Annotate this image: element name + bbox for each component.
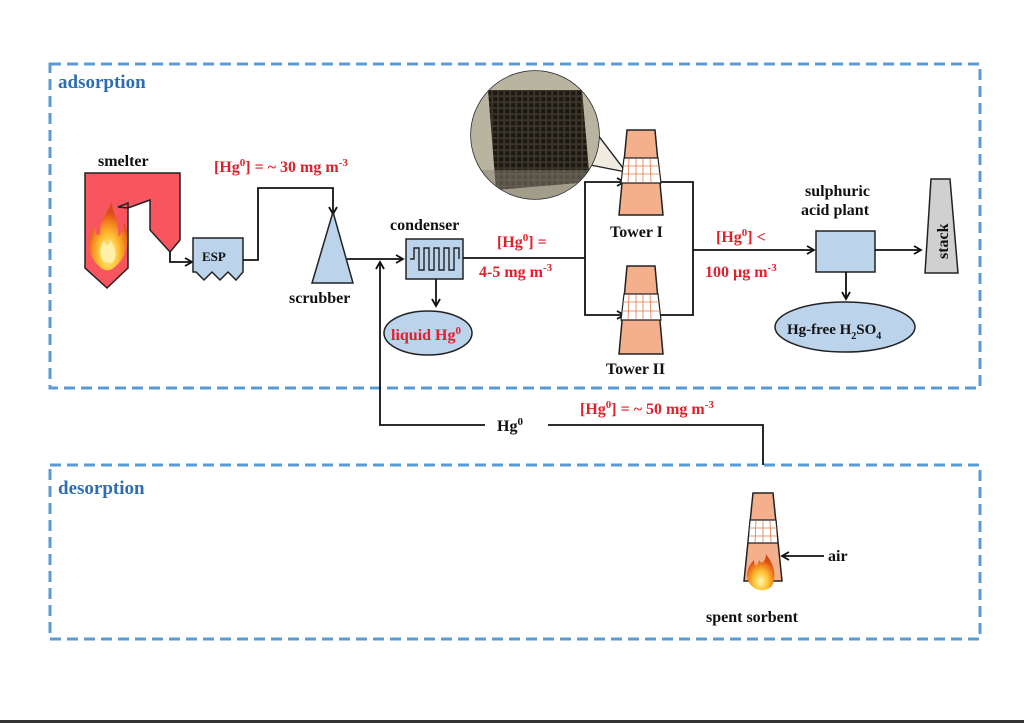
air-label: air [828,548,848,565]
sorbent-photo-callout [470,70,628,200]
condenser-coil-icon [410,247,460,271]
page-bottom-rule [0,720,1024,723]
acid-plant-label-1: sulphuric [805,183,870,200]
fire-icon [747,554,775,591]
stack-label: stack [935,223,952,259]
spent-sorbent-label: spent sorbent [706,609,799,626]
acid-plant-unit [815,230,876,273]
liquid-hg-product [383,310,473,356]
tower-1-label: Tower I [610,224,663,241]
stream-concentration-condenser-outlet-2: 4-5 mg m-3 [479,262,553,281]
smelter-label: smelter [98,153,149,170]
fire-icon [89,202,128,271]
adsorption-region [48,62,982,390]
recycle-stream-label: Hg0 [497,416,523,435]
tower-2-label: Tower II [606,361,665,378]
stream-concentration-recycle: [Hg0] = ~ 50 mg m-3 [580,399,714,418]
smelter-shape [84,172,181,290]
scrubber-unit [310,209,354,284]
stream-concentration-condenser-outlet-1: [Hg0] = [497,232,547,251]
tower-1-unit [618,129,664,216]
flow-line-to-tower-2 [584,258,626,320]
flow-line-to-tower-1 [584,177,626,258]
stream-concentration-tower-outlet-1: [Hg0] < [716,227,766,246]
desorption-region [48,463,982,641]
stream-concentration-tower-outlet-2: 100 µg m-3 [705,262,777,281]
h2so4-label: Hg-free H2SO4 [787,322,881,342]
stack-unit [924,178,959,274]
h2so4-product [774,301,916,353]
desorption-region-title: desorption [58,478,145,499]
liquid-hg-label: liquid Hg0 [391,325,461,344]
acid-plant-label-2: acid plant [801,202,870,219]
flow-line-esp-scrubber [243,187,338,261]
flow-line-smelter-esp [169,252,194,267]
adsorption-region-title: adsorption [58,72,146,93]
scrubber-label: scrubber [289,290,350,307]
tower-2-unit [618,265,664,355]
condenser-label: condenser [390,217,459,234]
stream-concentration-esp-outlet: [Hg0] = ~ 30 mg m-3 [214,157,348,176]
flow-line-recycle [548,424,764,465]
desorption-tower-unit [743,492,783,582]
esp-label: ESP [202,249,226,264]
flow-line-tower-1-out [660,181,694,316]
flow-line-recycle-return [375,260,485,426]
